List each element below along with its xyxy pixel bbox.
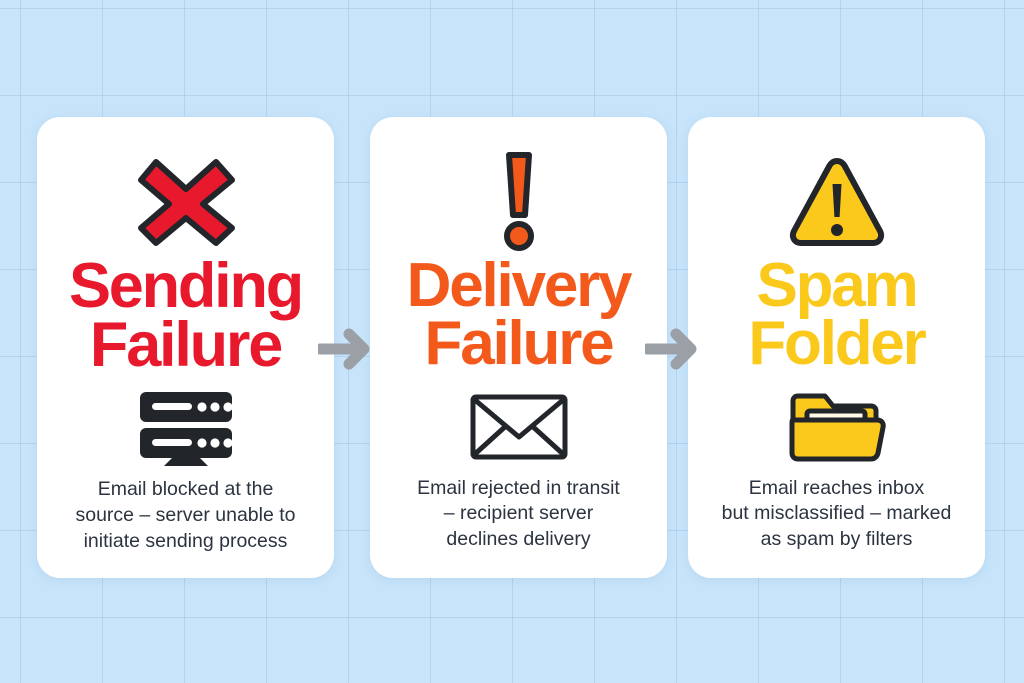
- card-description: Email blocked at the source – server una…: [75, 478, 296, 553]
- envelope-icon: [469, 388, 569, 466]
- server-icon: [134, 389, 238, 467]
- card-title: Spam Folder: [748, 251, 926, 379]
- open-folder-icon: [785, 388, 889, 466]
- card-spam-folder[interactable]: Spam Folder Email reaches inbox but misc…: [688, 117, 985, 578]
- card-delivery-failure[interactable]: Delivery Failure Email rejected in trans…: [370, 117, 667, 578]
- card-title: Sending Failure: [68, 251, 304, 381]
- warning-triangle-icon: [788, 147, 886, 255]
- card-description: Email reaches inbox but misclassified – …: [721, 476, 952, 551]
- arrow-right-icon: [314, 326, 370, 372]
- card-title: Delivery Failure: [406, 251, 633, 379]
- arrow-right-icon: [641, 326, 697, 372]
- card-sending-failure[interactable]: Sending Failure: [37, 117, 334, 578]
- exclamation-mark-icon: [489, 147, 549, 255]
- card-description: Email rejected in transit – recipient se…: [417, 476, 620, 551]
- red-x-icon: [137, 147, 235, 255]
